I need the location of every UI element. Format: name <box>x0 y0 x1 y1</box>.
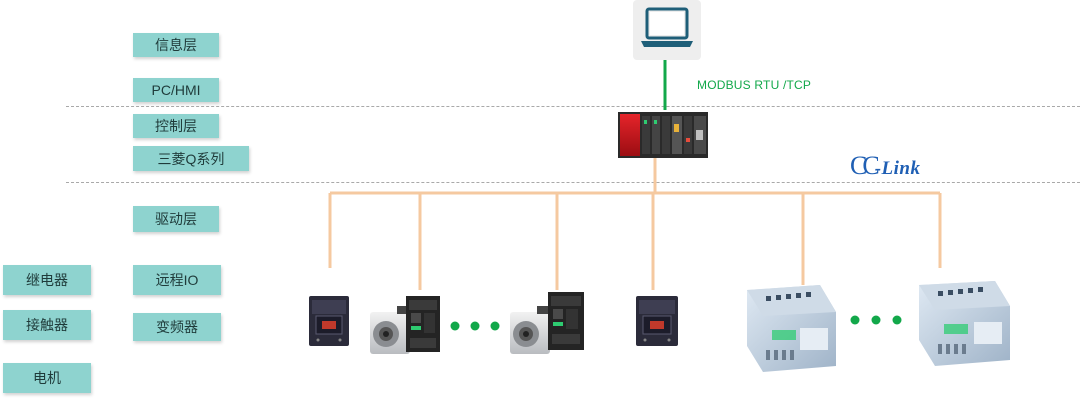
layer-tag-info: 信息层 <box>133 33 219 57</box>
layer-divider-bottom <box>66 182 1080 183</box>
layer-tag-inverter: 变频器 <box>133 313 221 341</box>
plc-icon <box>618 112 708 158</box>
device-tag-contactor: 接触器 <box>3 310 91 340</box>
cclink-logo-link: -Link <box>874 158 921 179</box>
layer-divider-top <box>66 106 1080 107</box>
layer-tag-plc-series: 三菱Q系列 <box>133 146 249 171</box>
servo-drive-icon <box>548 292 584 350</box>
cclink-logo: CC-Link <box>850 151 920 181</box>
servo-drive-icon <box>406 296 440 352</box>
ellipsis-servos <box>450 321 500 331</box>
ellipsis-io-modules <box>850 315 902 325</box>
cclink-bus <box>328 158 942 290</box>
layer-tag-control: 控制层 <box>133 114 219 138</box>
servo-motor-icon <box>510 306 550 354</box>
servo-motor-icon <box>370 306 410 354</box>
remote-io-module-icon <box>747 285 836 372</box>
laptop-icon <box>633 0 701 60</box>
protocol-label-modbus: MODBUS RTU /TCP <box>697 78 812 92</box>
inverter-icon <box>309 296 349 346</box>
layer-tag-pc-hmi: PC/HMI <box>133 78 219 102</box>
layer-tag-drive: 驱动层 <box>133 206 219 232</box>
inverter-icon <box>636 296 678 346</box>
layer-tag-remote-io: 远程IO <box>133 265 221 295</box>
remote-io-module-icon <box>919 281 1010 366</box>
device-tag-motor: 电机 <box>3 363 91 393</box>
device-tag-relay: 继电器 <box>3 265 91 295</box>
